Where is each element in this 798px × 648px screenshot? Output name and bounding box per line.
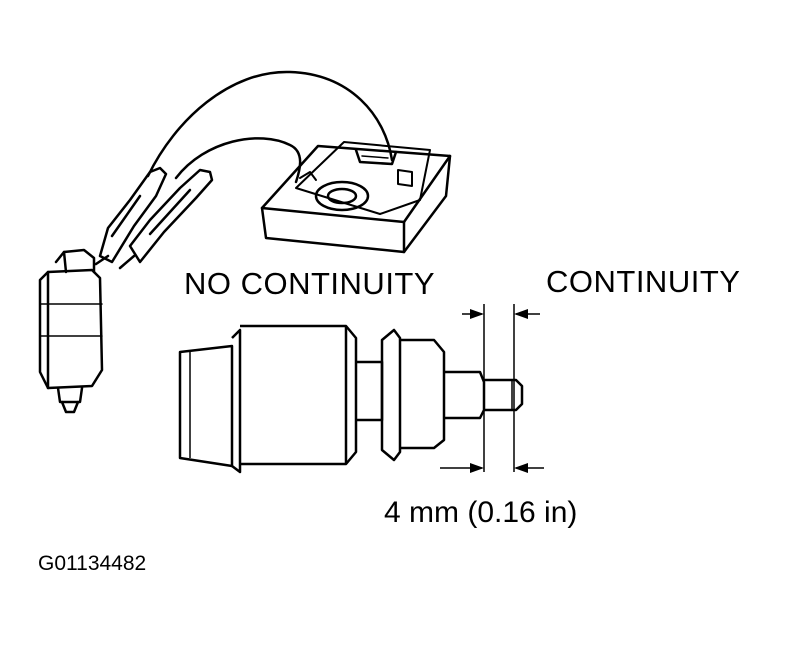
arrow-top-left <box>470 309 484 319</box>
arrow-bottom-left <box>470 463 484 473</box>
switch-nose <box>444 370 486 420</box>
arrow-top-right <box>514 309 528 319</box>
test-probe-1 <box>98 166 168 264</box>
arrow-bottom-right <box>514 463 528 473</box>
switch-connector-housing <box>178 344 234 468</box>
switch-plunger <box>484 378 524 412</box>
switch-shaft <box>356 360 384 422</box>
dimension-markings <box>440 304 544 473</box>
dimension-label: 4 mm (0.16 in) <box>384 496 578 529</box>
no-continuity-label: NO CONTINUITY <box>184 266 436 301</box>
switch-body-side <box>38 268 104 390</box>
switch-main-body <box>240 324 358 466</box>
ohmmeter-test-illustration <box>38 70 452 414</box>
switch-side-view <box>178 324 524 474</box>
switch-flange <box>380 328 402 462</box>
switch-collar <box>400 338 446 450</box>
test-probe-2 <box>128 168 214 264</box>
figure-code: G01134482 <box>38 552 147 575</box>
connector-block <box>260 144 452 254</box>
connector-socket <box>314 180 370 212</box>
test-lead-wire-outer <box>146 70 394 178</box>
continuity-label: CONTINUITY <box>546 264 741 299</box>
